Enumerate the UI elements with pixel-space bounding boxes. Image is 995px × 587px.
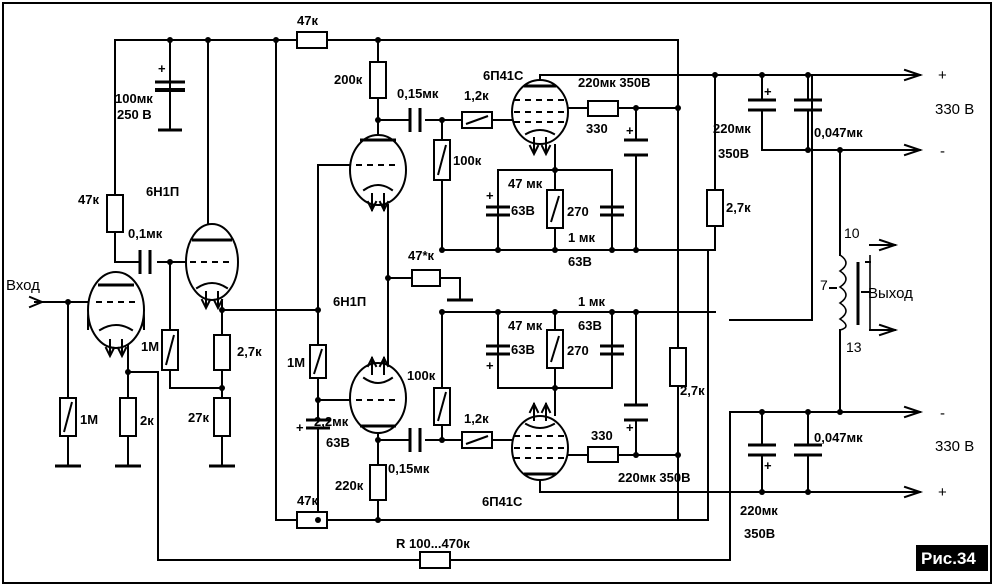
r-47k-left-label: 47к: [78, 192, 99, 207]
r-270-top-label: 270: [567, 204, 589, 219]
r-1-2k-bot-label: 1,2к: [464, 411, 489, 426]
r-2-7k-c-label: 2,7к: [680, 383, 705, 398]
c-0-047-top-label: 0,047мк: [814, 125, 863, 140]
r-27k-label: 27к: [188, 410, 209, 425]
tube-pre-label: 6Н1П: [146, 184, 179, 199]
input-label: Вход: [6, 277, 40, 294]
c-63v-bot-label: 63В: [511, 342, 535, 357]
c-47mk-bot-label: 47 мк: [508, 318, 543, 333]
labels: Вход Выход 6Н1П 6Н1П 6П41С 6П41С 47к 47к…: [6, 13, 974, 551]
c-63v-1mk-top-label: 63В: [568, 254, 592, 269]
c-220mk-ps-bot-label: 220мк: [740, 503, 778, 518]
r-200k-label: 200к: [334, 72, 363, 87]
c-0-1mk-label: 0,1мк: [128, 226, 163, 241]
c-0-15mk-top-label: 0,15мк: [397, 86, 439, 101]
r-1-2k-top-label: 1,2к: [464, 88, 489, 103]
c-0-047-bot-label: 0,047мк: [814, 430, 863, 445]
r-2k-label: 2к: [140, 413, 154, 428]
c-63v-a-label: 63В: [326, 435, 350, 450]
r-220k-label: 220к: [335, 478, 364, 493]
tube-out-top-label: 6П41С: [483, 68, 524, 83]
tube-out-bot-label: 6П41С: [482, 494, 523, 509]
r-47k-mid-label: 47*к: [408, 248, 435, 263]
polarity-plus-b: +: [486, 188, 494, 203]
c-350v-ps-top-label: 350В: [718, 146, 749, 161]
r-330-bot-label: 330: [591, 428, 613, 443]
output-transformer: [838, 238, 899, 337]
plus-top-label: +: [938, 67, 947, 84]
r-feedback-label: R 100...470к: [396, 536, 470, 551]
polarity-plus-e: +: [626, 420, 634, 435]
polarity-plus-f: +: [764, 84, 772, 99]
output-label: Выход: [868, 285, 913, 302]
pin-10-label: 10: [844, 225, 860, 241]
c-220mk-350-top-label: 220мк 350В: [578, 75, 651, 90]
r-100k-bot-label: 100к: [407, 368, 436, 383]
r-2-7k-a-label: 2,7к: [726, 200, 751, 215]
c-220mk-ps-top-label: 220мк: [713, 121, 751, 136]
r-2-7k-b-label: 2,7к: [237, 344, 262, 359]
r-47k-top-label: 47к: [297, 13, 318, 28]
plus-bot-label: +: [938, 484, 947, 501]
c-2-2mk-label: 2,2мк: [314, 414, 349, 429]
figure-number: Рис.34: [921, 549, 976, 568]
polarity-plus-a: +: [158, 61, 166, 76]
r-1m-in-label: 1М: [80, 412, 98, 427]
resistors: [59, 31, 724, 569]
polarity-plus-g: +: [764, 458, 772, 473]
minus-top-label: -: [940, 143, 945, 160]
c-100mk-label: 100мк: [115, 91, 153, 106]
tubes: [87, 79, 569, 481]
capacitors: [138, 80, 822, 471]
figure-badge: Рис.34: [916, 545, 988, 571]
polarity-plus-h: +: [296, 420, 304, 435]
tube-driver-label: 6Н1П: [333, 294, 366, 309]
r-100k-top-label: 100к: [453, 153, 482, 168]
c-1mk-bot-label: 1 мк: [578, 294, 605, 309]
c-250v-label: 250 В: [117, 107, 152, 122]
r-330-top-label: 330: [586, 121, 608, 136]
r-47k-bot-label: 47к: [297, 493, 318, 508]
c-63v-1mk-bot-label: 63В: [578, 318, 602, 333]
c-47mk-top-label: 47 мк: [508, 176, 543, 191]
minus-bot-label: -: [940, 405, 945, 422]
r-270-bot-label: 270: [567, 343, 589, 358]
terminal-arrows: [28, 68, 924, 499]
c-350v-ps-bot-label: 350В: [744, 526, 775, 541]
v-top-label: 330 В: [935, 101, 974, 118]
polarity-plus-d: +: [626, 123, 634, 138]
junction-dots: [65, 37, 843, 523]
pin-13-label: 13: [846, 339, 862, 355]
ground-symbols: [55, 298, 473, 468]
pin-7-label: 7: [820, 277, 828, 293]
c-220mk-350-bot-label: 220мк 350В: [618, 470, 691, 485]
r-1m-a-label: 1М: [141, 339, 159, 354]
polarity-plus-c: +: [486, 358, 494, 373]
c-1mk-top-label: 1 мк: [568, 230, 595, 245]
c-0-15mk-bot-label: 0,15мк: [388, 461, 430, 476]
r-1m-b-label: 1М: [287, 355, 305, 370]
v-bot-label: 330 В: [935, 438, 974, 455]
c-63v-top-label: 63В: [511, 203, 535, 218]
